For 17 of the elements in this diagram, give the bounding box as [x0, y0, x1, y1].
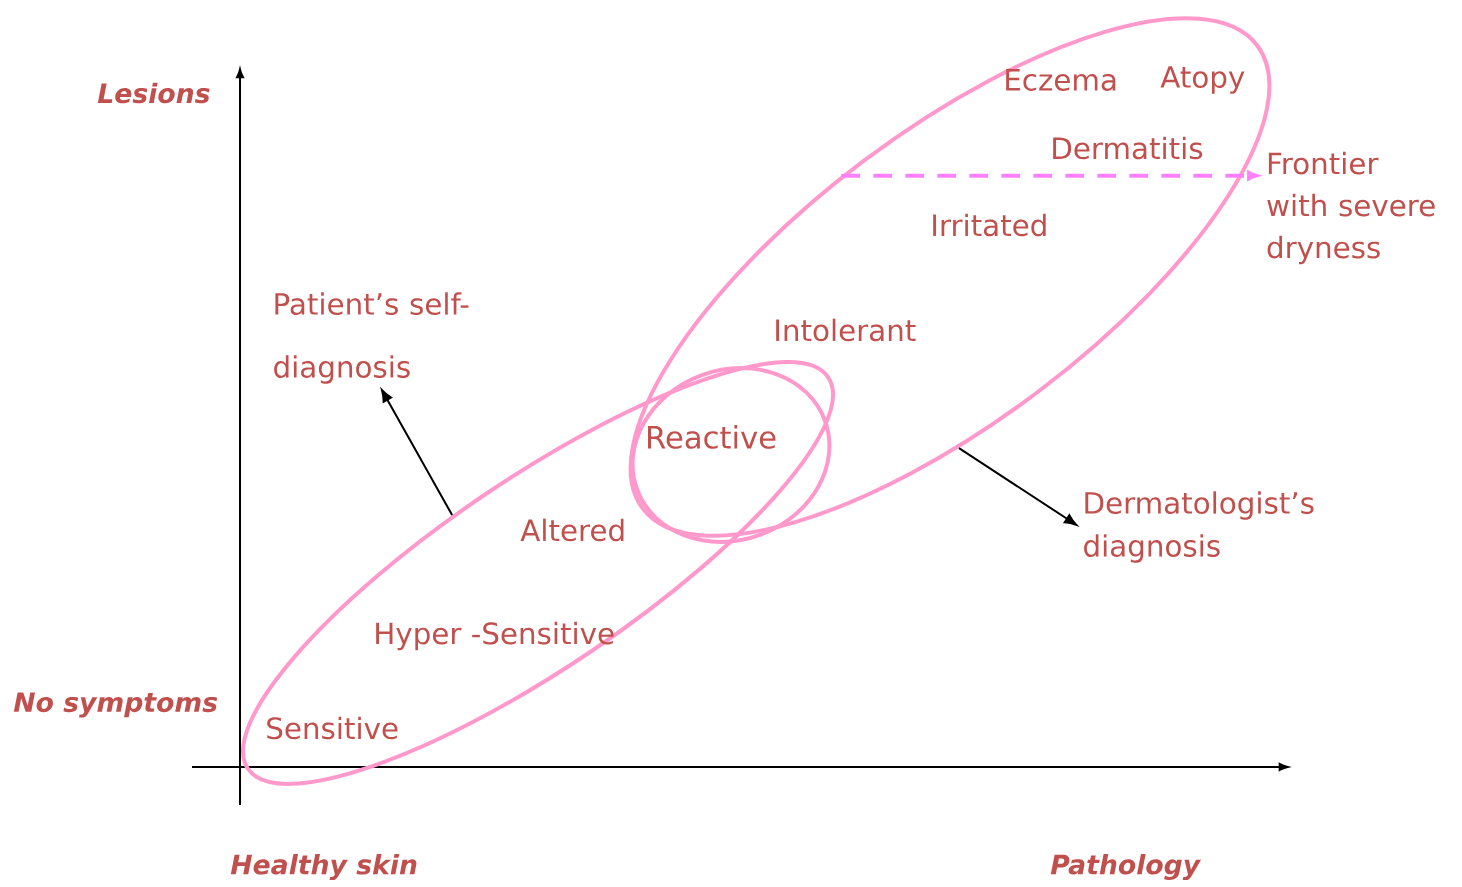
- callout-text: Frontier with severe dryness: [1267, 151, 1435, 265]
- axis-label: Healthy skin: [230, 853, 417, 880]
- category-label: Dermatitis: [1053, 136, 1203, 160]
- axis-label: Lesions: [97, 82, 210, 104]
- category-label: Intolerant: [776, 318, 916, 342]
- category-label: Irritated: [933, 213, 1046, 237]
- category-label: Hyper -Sensitive: [376, 621, 614, 651]
- category-label: Eczema: [1006, 69, 1116, 91]
- category-label: Altered: [520, 518, 624, 542]
- callout-text: Patient’s self-diagnosis: [274, 292, 469, 384]
- axis-label: No symptoms: [13, 692, 218, 718]
- callout-text: Dermatologist’s diagnosis: [1084, 491, 1314, 563]
- arrow: [381, 389, 454, 517]
- category-label: Sensitive: [267, 716, 398, 740]
- category-label: Atopy: [1160, 66, 1245, 94]
- arrow: [958, 447, 1078, 526]
- axis-label: Pathology: [1050, 853, 1202, 880]
